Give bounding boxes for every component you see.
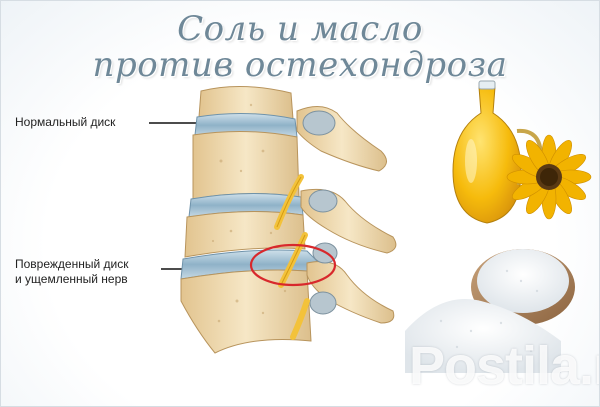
label-normal-disc: Нормальный диск bbox=[15, 115, 116, 129]
salt-bowl bbox=[405, 249, 575, 373]
vertebra-column bbox=[180, 86, 320, 354]
sunflower bbox=[506, 134, 592, 220]
title-line-2: против остехондроза bbox=[92, 45, 508, 85]
postila-watermark: Postila.ru bbox=[409, 336, 599, 396]
spinous-processes bbox=[296, 106, 397, 324]
facet-joints bbox=[302, 110, 338, 315]
damaged-disc-highlight bbox=[249, 243, 337, 287]
title-line-1: Соль и масло bbox=[177, 9, 423, 49]
label-damaged-disc-line-2: и ущемленный нерв bbox=[15, 272, 128, 286]
label-damaged-disc-line-1: Поврежденный диск bbox=[15, 257, 129, 271]
